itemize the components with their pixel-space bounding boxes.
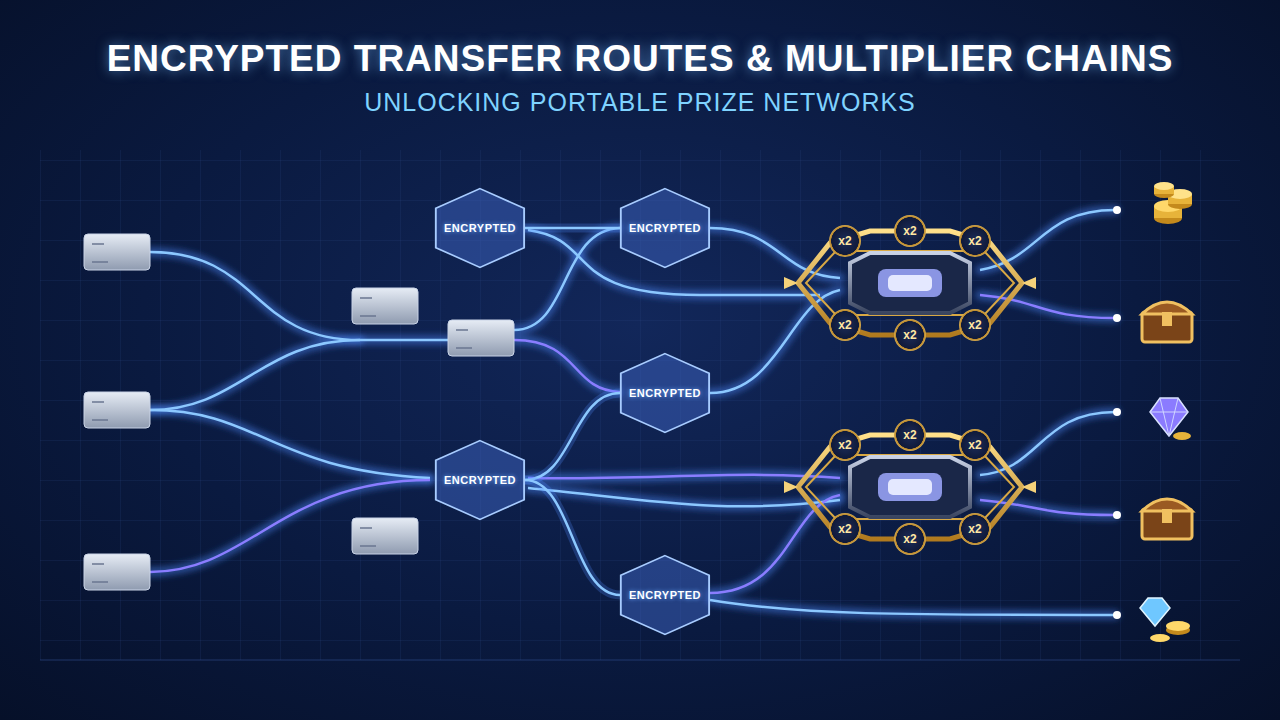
multiplier-coin: x2 xyxy=(959,225,991,257)
multiplier-coin: x2 xyxy=(959,309,991,341)
multiplier-coin: x2 xyxy=(894,215,926,247)
encrypted-hexagon: ENCRYPTED xyxy=(618,352,712,434)
diagram-title: ENCRYPTED TRANSFER ROUTES & MULTIPLIER C… xyxy=(0,38,1280,80)
route-connector xyxy=(525,393,620,480)
multiplier-coin: x2 xyxy=(829,225,861,257)
multiplier-label: x2 xyxy=(903,532,916,546)
route-connector xyxy=(525,480,620,595)
multiplier-label: x2 xyxy=(838,438,851,452)
multiplier-label: x2 xyxy=(968,438,981,452)
route-connector xyxy=(525,228,620,229)
multiplier-coin: x2 xyxy=(894,523,926,555)
multiplier-label: x2 xyxy=(903,428,916,442)
multiplier-coin: x2 xyxy=(829,309,861,341)
multiplier-coin: x2 xyxy=(829,513,861,545)
multiplier-coin: x2 xyxy=(829,429,861,461)
encrypted-hexagon: ENCRYPTED xyxy=(433,187,527,269)
encrypted-hexagon: ENCRYPTED xyxy=(618,554,712,636)
multiplier-label: x2 xyxy=(968,318,981,332)
multiplier-label: x2 xyxy=(838,234,851,248)
multiplier-label: x2 xyxy=(903,224,916,238)
multiplier-coin: x2 xyxy=(959,429,991,461)
multiplier-label: x2 xyxy=(903,328,916,342)
node-label: ENCRYPTED xyxy=(629,387,701,399)
encrypted-hexagon: ENCRYPTED xyxy=(618,187,712,269)
subtitle: UNLOCKING PORTABLE PRIZE NETWORKS xyxy=(0,88,1280,117)
multiplier-label: x2 xyxy=(968,522,981,536)
node-label: ENCRYPTED xyxy=(444,474,516,486)
multiplier-coin: x2 xyxy=(959,513,991,545)
node-label: ENCRYPTED xyxy=(629,222,701,234)
multiplier-label: x2 xyxy=(968,234,981,248)
multiplier-label: x2 xyxy=(838,522,851,536)
node-label: ENCRYPTED xyxy=(629,589,701,601)
multiplier-label: x2 xyxy=(838,318,851,332)
node-label: ENCRYPTED xyxy=(444,222,516,234)
multiplier-coin: x2 xyxy=(894,419,926,451)
multiplier-coin: x2 xyxy=(894,319,926,351)
encrypted-hexagon: ENCRYPTED xyxy=(433,439,527,521)
